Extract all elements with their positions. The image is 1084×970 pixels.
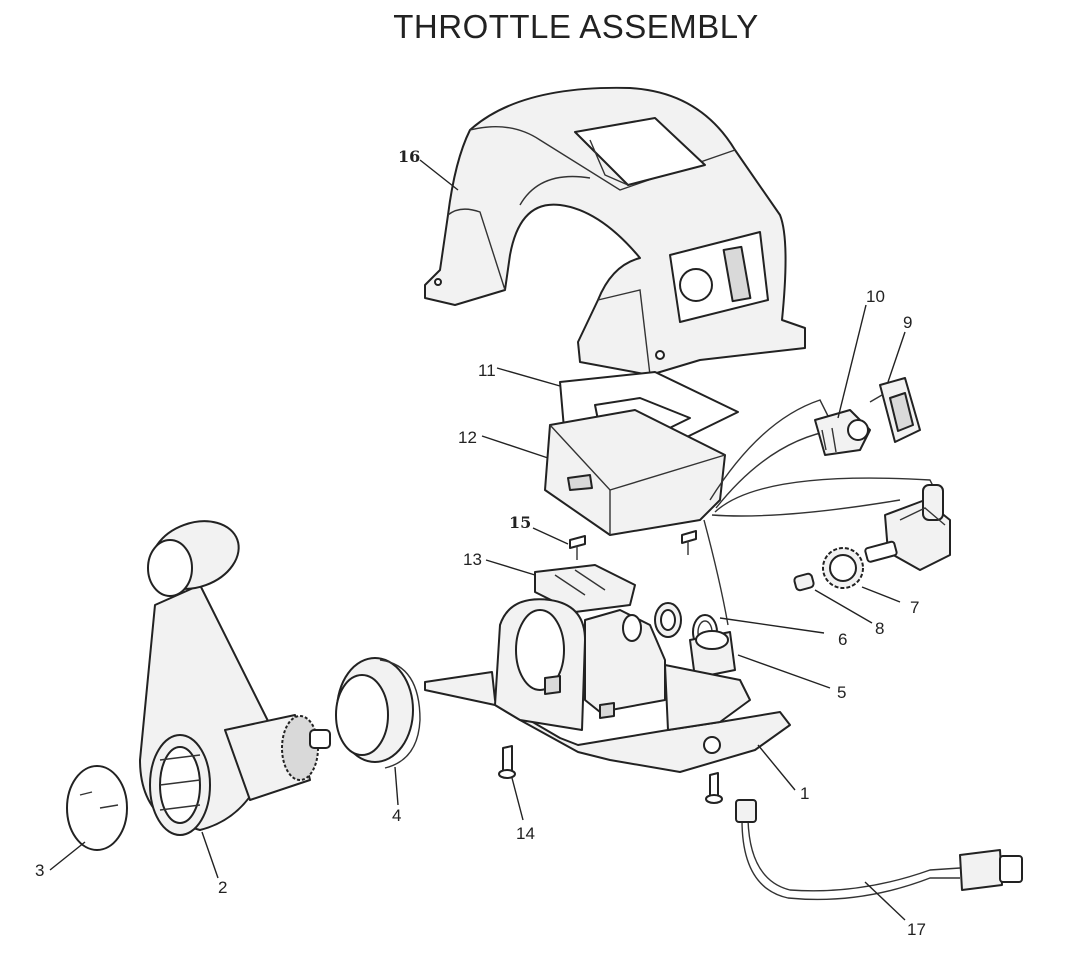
callout-10: 10: [866, 287, 885, 306]
part-7-sensor: [864, 484, 951, 571]
callout-16: 16: [398, 147, 420, 166]
part-10-key-switch: [814, 409, 871, 456]
callout-11: 11: [478, 361, 496, 380]
part-17-cable: [735, 799, 1023, 901]
callout-13: 13: [463, 550, 482, 569]
callout-2: 2: [218, 878, 227, 897]
callout-9: 9: [903, 313, 912, 332]
part-5-bushing: [689, 630, 736, 679]
diagram-title: THROTTLE ASSEMBLY: [393, 8, 759, 45]
callout-4: 4: [392, 806, 401, 825]
part-16-cover: [424, 86, 806, 376]
callout-1: 1: [800, 784, 809, 803]
part-12-control-box: [544, 409, 726, 536]
part-2-throttle-lever: [139, 520, 331, 836]
callout-8: 8: [875, 619, 884, 638]
part-13-pad: [534, 564, 636, 613]
part-15-screws: [569, 530, 697, 560]
leader-lines: [49, 159, 906, 921]
part-8-pin: [793, 572, 815, 592]
callout-14: 14: [516, 824, 535, 843]
part-9-rocker-switch: [869, 377, 921, 443]
callout-17: 17: [907, 920, 926, 939]
part-14-screws: [498, 745, 723, 804]
part-1-base-bracket: [424, 598, 791, 773]
callout-12: 12: [458, 428, 477, 447]
nut: [654, 602, 682, 638]
callout-5: 5: [837, 683, 846, 702]
callout-6: 6: [838, 630, 847, 649]
callout-7: 7: [910, 598, 919, 617]
part-3-cap: [66, 765, 128, 851]
callout-3: 3: [35, 861, 44, 880]
part-7-gear: [822, 547, 864, 589]
callout-15: 15: [509, 513, 531, 532]
callout-labels: 1 2 3 4 5 6 7 8 9 10 11 12 13 14 15 16 1…: [35, 147, 926, 939]
part-4-bearing-ring: [335, 657, 421, 769]
